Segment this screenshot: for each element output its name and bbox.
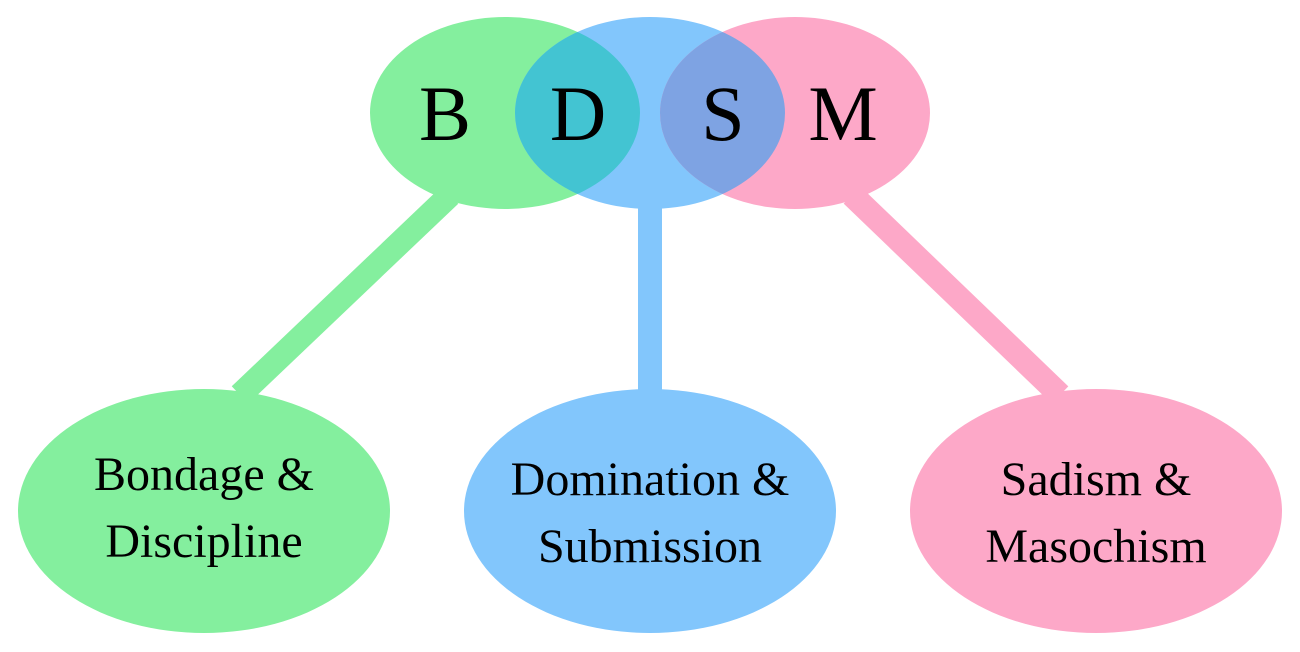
category-sadism-line1: Sadism & xyxy=(1001,453,1192,506)
category-bondage-line1: Bondage & xyxy=(94,448,314,501)
letter-b: B xyxy=(419,70,471,157)
connector-green xyxy=(231,186,459,404)
overlap-blue-pink xyxy=(660,17,785,209)
overlap-green-blue xyxy=(515,17,640,209)
category-ellipse-blue xyxy=(464,389,836,633)
letter-d: D xyxy=(550,70,606,157)
letter-s: S xyxy=(701,70,744,157)
connector-pink xyxy=(843,186,1069,404)
category-bondage-line2: Discipline xyxy=(105,515,302,568)
category-domination-line2: Submission xyxy=(538,520,762,573)
category-domination-line1: Domination & xyxy=(511,453,790,506)
category-sadism-line2: Masochism xyxy=(985,520,1206,573)
category-ellipse-green xyxy=(18,389,390,633)
letter-m: M xyxy=(808,70,877,157)
category-ellipse-pink xyxy=(910,389,1282,633)
